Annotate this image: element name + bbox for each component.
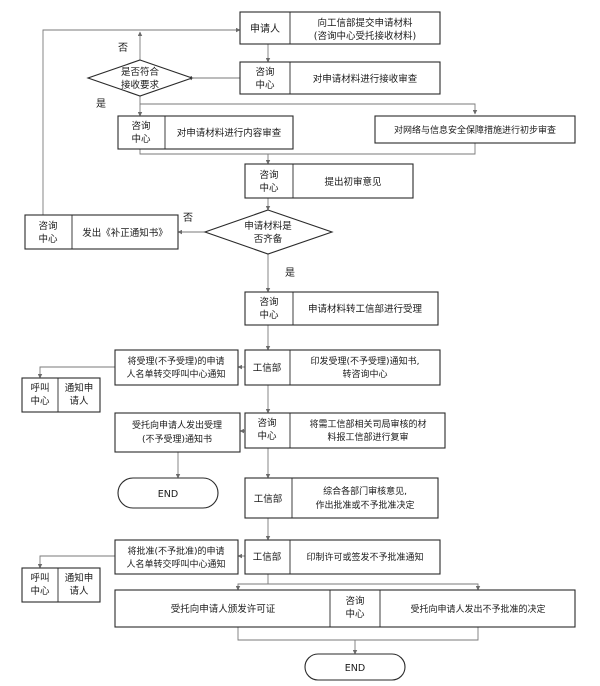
call-label-b: 中心 [30,585,50,597]
consult-label-a: 咨询 [345,595,364,607]
connectors [37,27,481,655]
miit-acceptance-node: 工信部 印发受理(不予受理)通知书, 转咨询中心 [244,349,441,386]
submit-text-1: 向工信部提交申请材料 [317,17,413,29]
acceptance-notice-b: 转咨询中心 [342,368,387,380]
forward-bureau-a: 将需工信部相关司局审核的材 [309,418,426,430]
label-yes-1: 是 [96,98,106,110]
supplement-notice-text: 发出《补正通知书》 [82,227,168,239]
issue-notice-text: 印制许可或签发不予批准通知 [306,551,423,563]
label-no-1: 否 [118,42,128,54]
send-acceptance-a: 受托向申请人发出受理 [132,419,222,431]
acceptance-notice-a: 印发受理(不予受理)通知书, [311,355,420,367]
supplement-notice-node: 咨询 中心 发出《补正通知书》 [24,214,179,250]
consult-label-a: 咨询 [131,120,150,132]
security-review-node: 对网络与信息安全保障措施进行初步审查 [374,115,576,144]
issue-notice-node: 工信部 印制许可或签发不予批准通知 [244,539,441,575]
list-callcenter-2-a: 将批准(不予批准)的申请 [127,545,224,557]
notify-label-a: 通知申 [65,382,94,394]
list-callcenter-1-b: 人名单转交呼叫中心通知 [126,368,225,380]
decision-a: 综合各部门审核意见, [323,485,407,497]
content-review-text: 对申请材料进行内容审查 [177,127,282,139]
list-callcenter-2-b: 人名单转交呼叫中心通知 [126,558,225,570]
prelim-opinion-node: 咨询 中心 提出初审意见 [244,163,414,199]
consult-label-a: 咨询 [38,220,57,232]
decision-b: 作出批准或不予批准决定 [315,499,414,511]
applicant-label: 申请人 [250,22,280,35]
meets-requirements-decision: 是否符合 接收要求 [86,59,194,97]
security-review-text: 对网络与信息安全保障措施进行初步审查 [394,124,556,136]
consult-label-a: 咨询 [259,296,278,308]
list-callcenter-node-2: 将批准(不予批准)的申请 人名单转交呼叫中心通知 [114,539,239,575]
consult-label-b: 中心 [255,79,275,91]
issue-license-text: 受托向申请人颁发许可证 [171,603,276,615]
consult-label-b: 中心 [259,182,279,194]
callcenter-node-2: 呼叫 中心 通知申 请人 [21,567,101,603]
end-label: END [158,489,178,500]
list-callcenter-1-a: 将受理(不予受理)的申请 [127,355,224,367]
notify-label-b: 请人 [69,585,89,597]
meets-text-2: 接收要求 [121,79,160,91]
consult-label-b: 中心 [131,133,151,145]
notify-label-a: 通知申 [65,572,94,584]
transfer-miit-text: 申请材料转工信部进行受理 [308,303,423,315]
consult-label-a: 咨询 [257,417,276,429]
end-label: END [345,663,365,674]
materials-complete-decision: 申请材料是 否齐备 [203,209,334,255]
transfer-miit-node: 咨询 中心 申请材料转工信部进行受理 [244,291,439,326]
consult-label-b: 中心 [259,309,279,321]
receive-review-node: 咨询 中心 对申请材料进行接收审查 [239,61,441,95]
consult-label-a: 咨询 [259,169,278,181]
list-callcenter-node-1: 将受理(不予受理)的申请 人名单转交呼叫中心通知 [114,349,239,386]
miit-label: 工信部 [254,493,283,505]
consult-label-b: 中心 [345,608,365,620]
content-review-node: 咨询 中心 对申请材料进行内容审查 [117,115,294,150]
end-terminal-2: END [304,653,406,681]
consult-label-b: 中心 [38,233,58,245]
end-terminal-1: END [117,477,219,509]
final-outcome-node: 受托向申请人颁发许可证 咨询 中心 受托向申请人发出不予批准的决定 [114,589,576,628]
forward-bureau-b: 料报工信部进行复审 [327,431,408,443]
callcenter-node-1: 呼叫 中心 通知申 请人 [21,377,101,413]
consult-label-b: 中心 [257,430,277,442]
call-label-b: 中心 [30,395,50,407]
meets-text-1: 是否符合 [121,66,160,78]
label-yes-2: 是 [285,267,295,279]
miit-label: 工信部 [253,362,282,374]
applicant-submit-node: 申请人 向工信部提交申请材料 (咨询中心受托接收材料) [239,11,441,45]
complete-text-2: 否齐备 [254,233,283,245]
forward-bureau-node: 咨询 中心 将需工信部相关司局审核的材 料报工信部进行复审 [244,412,446,449]
complete-text-1: 申请材料是 [244,220,292,232]
submit-text-2: (咨询中心受托接收材料) [314,30,416,42]
notify-label-b: 请人 [69,395,89,407]
call-label-a: 呼叫 [30,573,49,584]
decision-node: 工信部 综合各部门审核意见, 作出批准或不予批准决定 [244,477,439,519]
label-no-2: 否 [183,212,193,224]
send-acceptance-node: 受托向申请人发出受理 (不予受理)通知书 [114,412,241,453]
prelim-opinion-text: 提出初审意见 [324,176,381,188]
miit-label: 工信部 [253,551,282,563]
send-acceptance-b: (不予受理)通知书 [142,433,212,445]
deny-decision-text: 受托向申请人发出不予批准的决定 [410,603,545,615]
call-label-a: 呼叫 [30,383,49,394]
consult-label-a: 咨询 [255,66,274,78]
receive-review-text: 对申请材料进行接收审查 [313,73,418,85]
